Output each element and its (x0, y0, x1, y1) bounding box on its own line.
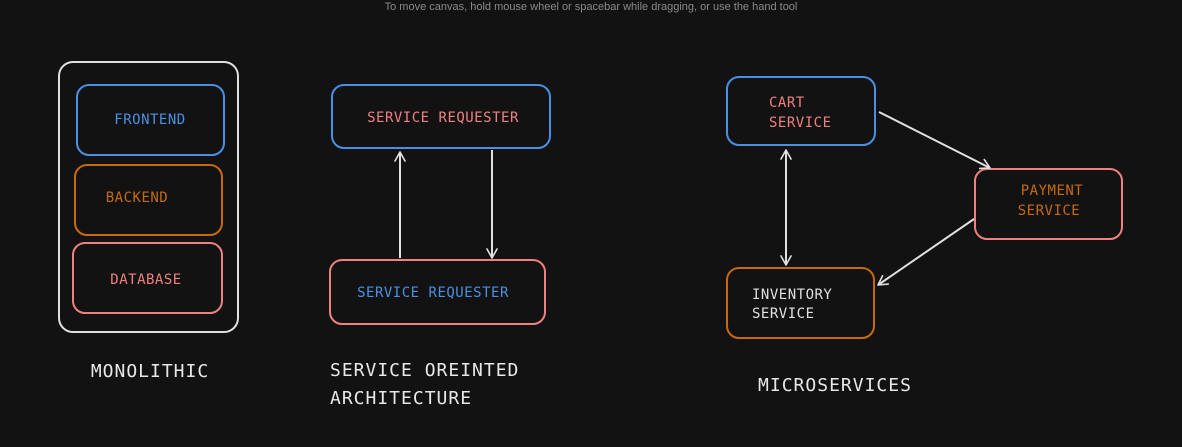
soa-caption-line2: ARCHITECTURE (330, 388, 472, 409)
soa-bottom-label: SERVICE REQUESTER (357, 285, 509, 301)
frontend-box[interactable] (76, 84, 225, 156)
microservices-caption: MICROSERVICES (758, 375, 912, 396)
database-box[interactable] (72, 242, 223, 314)
payment-service-label-line1: PAYMENT (1021, 183, 1084, 199)
soa-top-box[interactable] (331, 84, 551, 149)
frontend-label: FRONTEND (114, 112, 185, 128)
cart-service-label-line1: CART (769, 95, 805, 111)
cart-service-label-line2: SERVICE (769, 115, 832, 131)
payment-service-box[interactable] (974, 168, 1123, 240)
monolith-container[interactable] (58, 61, 239, 333)
soa-top-label: SERVICE REQUESTER (367, 110, 519, 126)
payment-to-inventory-arrow[interactable] (877, 218, 975, 286)
canvas-hint-text: To move canvas, hold mouse wheel or spac… (384, 1, 798, 13)
cart-to-payment-arrow[interactable] (878, 111, 991, 170)
backend-box[interactable] (74, 164, 223, 236)
soa-bottom-box[interactable] (329, 259, 546, 325)
soa-group[interactable]: SERVICE REQUESTER SERVICE REQUESTER SERV… (329, 84, 551, 409)
inventory-service-label-line1: INVENTORY (752, 287, 832, 303)
inventory-service-label-line2: SERVICE (752, 306, 815, 322)
microservices-group[interactable]: CART SERVICE PAYMENT SERVICE INVENTORY S… (726, 76, 1123, 396)
payment-service-label-line2: SERVICE (1018, 203, 1081, 219)
database-label: DATABASE (110, 272, 181, 288)
backend-label: BACKEND (106, 190, 169, 206)
soa-caption-line1: SERVICE OREINTED (330, 360, 519, 381)
monolithic-group[interactable]: FRONTEND BACKEND DATABASE MONOLITHIC (58, 61, 239, 382)
cart-service-box[interactable] (726, 76, 876, 146)
monolithic-caption: MONOLITHIC (91, 361, 209, 382)
inventory-service-box[interactable] (726, 267, 875, 339)
